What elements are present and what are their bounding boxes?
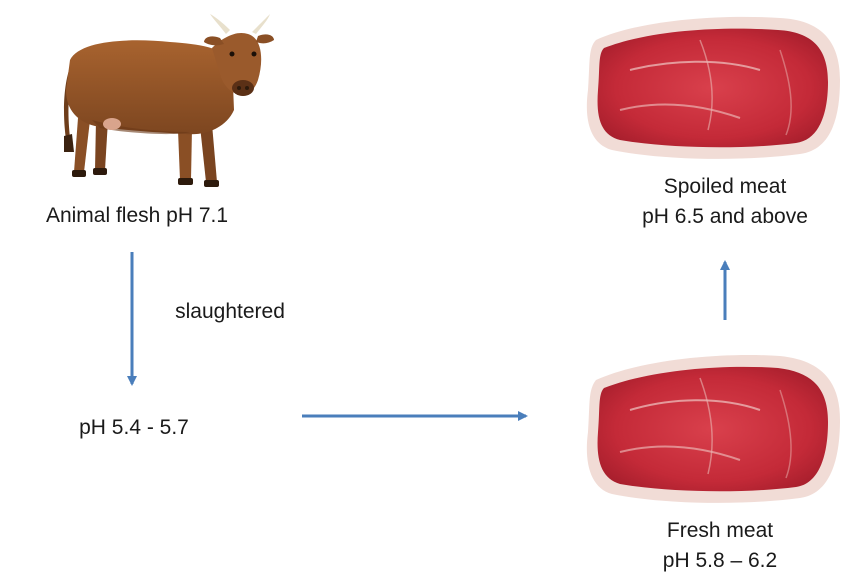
spoiled-meat-label: Spoiled meat pH 6.5 and above [610,172,840,232]
slaughtered-label: slaughtered [150,296,310,327]
fresh-meat-label: Fresh meat pH 5.8 – 6.2 [620,516,820,576]
fresh-meat-title: Fresh meat [620,516,820,546]
fresh-meat-ph: pH 5.8 – 6.2 [620,546,820,576]
cow-icon [64,14,274,187]
spoiled-meat-steak-icon [587,17,840,159]
fresh-meat-steak-icon [587,355,840,503]
spoiled-meat-title: Spoiled meat [610,172,840,202]
spoiled-meat-ph: pH 6.5 and above [610,202,840,232]
post-slaughter-ph-label: pH 5.4 - 5.7 [44,412,224,443]
animal-flesh-label: Animal flesh pH 7.1 [12,200,262,231]
